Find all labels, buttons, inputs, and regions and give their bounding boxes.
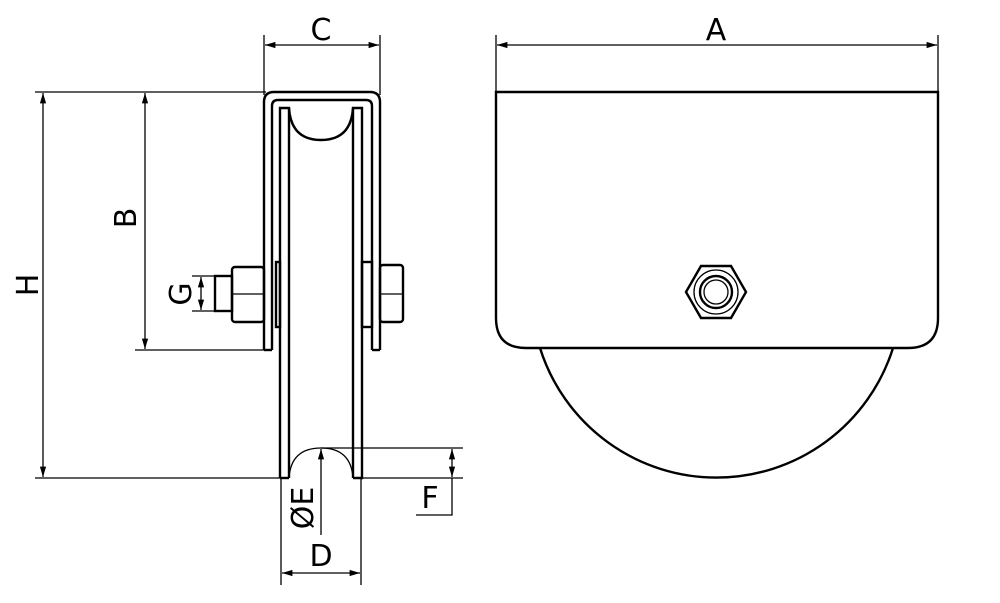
label-g: G [164,282,199,305]
hex-nut-front [684,264,748,320]
bracket-front [494,90,940,350]
wheel-front [538,347,895,479]
axle-bolt-assembly [213,260,405,329]
label-b: B [109,208,144,229]
label-d: D [309,539,332,574]
front-view [494,90,940,479]
bracket-side-view [262,90,382,352]
label-h: H [11,274,46,297]
dimension-c: C [263,13,381,95]
dimension-h: H [11,91,282,479]
dimension-f: F [321,447,463,516]
label-f: F [421,481,438,516]
label-e: ØE [286,487,321,530]
label-a: A [706,13,727,48]
right-washer [360,260,374,329]
dimension-a: A [495,13,939,92]
dimension-g: G [164,275,216,312]
dimension-b: B [109,93,265,351]
dimension-d: D [280,478,362,585]
dimension-e: ØE [286,449,325,535]
label-c: C [311,13,332,48]
bolt-end [213,274,234,313]
left-washer [274,260,282,329]
wheel-side-view [278,106,364,480]
